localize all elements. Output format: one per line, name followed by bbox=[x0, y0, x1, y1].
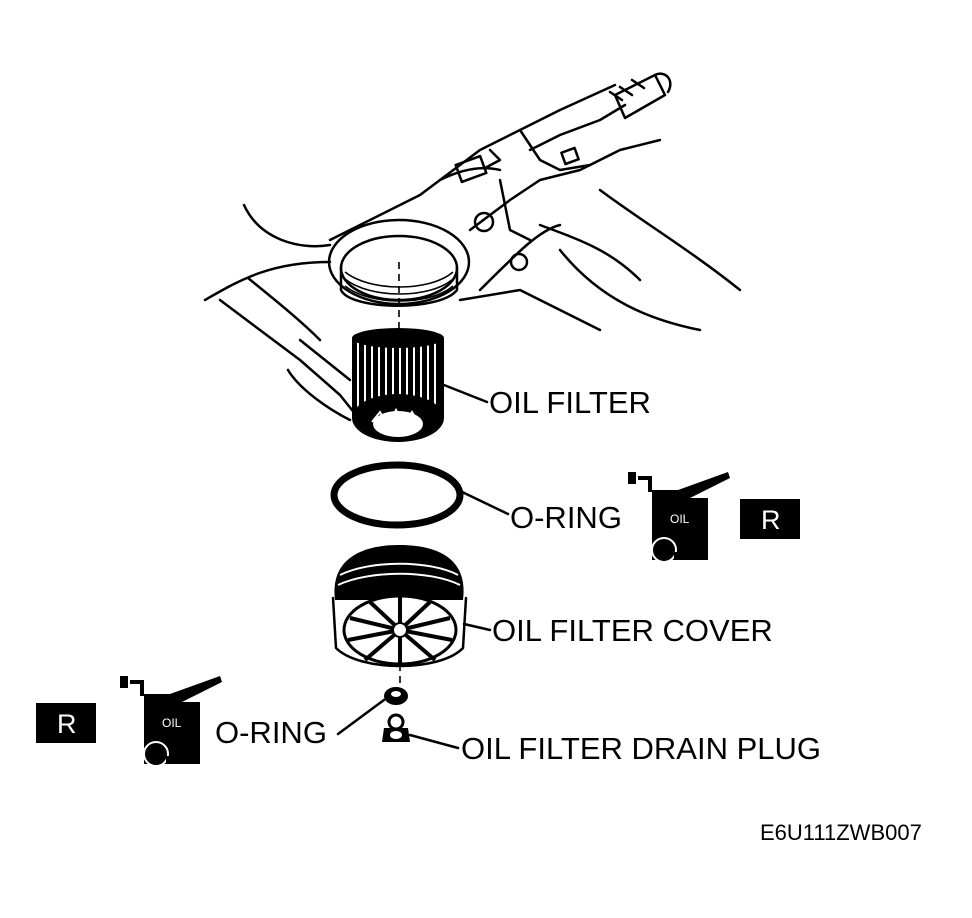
label-o-ring-lower: O-RING bbox=[215, 715, 327, 750]
replace-part-icon: R bbox=[740, 499, 800, 539]
o-ring-upper bbox=[330, 461, 510, 529]
label-oil-filter: OIL FILTER bbox=[489, 385, 651, 420]
engine-housing bbox=[203, 72, 742, 422]
oil-filter bbox=[352, 328, 489, 442]
oil-filter-cover bbox=[331, 545, 492, 690]
oil-can-icon: OIL bbox=[120, 676, 222, 767]
svg-text:R: R bbox=[761, 505, 781, 535]
o-ring-lower bbox=[336, 687, 408, 736]
svg-text:R: R bbox=[57, 709, 77, 739]
label-oil-filter-cover: OIL FILTER COVER bbox=[492, 613, 773, 648]
replace-part-icon: R bbox=[36, 703, 96, 743]
oil-can-icon: OIL bbox=[628, 472, 730, 563]
oil-filter-drain-plug bbox=[382, 713, 460, 750]
svg-text:OIL: OIL bbox=[162, 716, 182, 730]
figure-code: E6U111ZWB007 bbox=[760, 820, 922, 845]
svg-text:OIL: OIL bbox=[670, 512, 690, 526]
label-oil-filter-drain-plug: OIL FILTER DRAIN PLUG bbox=[461, 731, 821, 766]
filter-mount-collar bbox=[327, 218, 471, 330]
label-o-ring-upper: O-RING bbox=[510, 500, 622, 535]
